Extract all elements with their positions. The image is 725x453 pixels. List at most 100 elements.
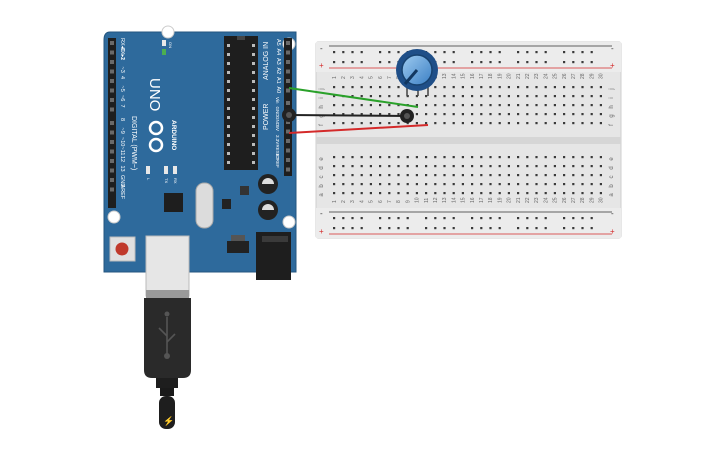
breadboard-hole[interactable] [535,174,538,177]
rail-hole[interactable] [581,227,584,230]
breadboard-hole[interactable] [572,174,575,177]
breadboard-hole[interactable] [498,113,501,116]
breadboard-hole[interactable] [443,174,446,177]
breadboard-hole[interactable] [498,122,501,125]
breadboard-hole[interactable] [599,113,602,116]
breadboard-hole[interactable] [333,95,336,98]
breadboard-hole[interactable] [461,192,464,195]
rail-hole[interactable] [590,217,593,220]
breadboard-hole[interactable] [360,122,363,125]
breadboard-hole[interactable] [425,95,428,98]
breadboard-hole[interactable] [517,86,520,89]
rail-hole[interactable] [342,61,345,64]
breadboard-hole[interactable] [590,183,593,186]
breadboard-hole[interactable] [342,86,345,89]
rail-hole[interactable] [526,61,529,64]
breadboard-hole[interactable] [443,86,446,89]
rail-hole[interactable] [544,217,547,220]
breadboard-hole[interactable] [351,95,354,98]
breadboard-hole[interactable] [535,122,538,125]
rail-hole[interactable] [388,61,391,64]
breadboard-hole[interactable] [452,183,455,186]
rail-hole[interactable] [406,217,409,220]
rail-hole[interactable] [489,227,492,230]
breadboard-hole[interactable] [397,174,400,177]
digital-pin[interactable] [110,69,114,74]
breadboard-hole[interactable] [379,104,382,107]
breadboard-hole[interactable] [351,174,354,177]
breadboard-hole[interactable] [581,156,584,159]
breadboard-hole[interactable] [526,122,529,125]
breadboard-hole[interactable] [498,104,501,107]
header-pin[interactable] [286,120,290,124]
rail-hole[interactable] [333,51,336,54]
breadboard-hole[interactable] [342,122,345,125]
breadboard-hole[interactable] [553,122,556,125]
digital-pin[interactable] [110,168,114,173]
potentiometer-wiper[interactable] [403,69,419,85]
breadboard-hole[interactable] [526,165,529,168]
breadboard-hole[interactable] [388,104,391,107]
rail-hole[interactable] [434,217,437,220]
breadboard-hole[interactable] [452,174,455,177]
rail-hole[interactable] [517,51,520,54]
breadboard-hole[interactable] [443,156,446,159]
breadboard-hole[interactable] [526,113,529,116]
breadboard-hole[interactable] [590,192,593,195]
rail-hole[interactable] [572,227,575,230]
breadboard-hole[interactable] [553,174,556,177]
rail-hole[interactable] [563,61,566,64]
rail-hole[interactable] [342,217,345,220]
breadboard-hole[interactable] [535,104,538,107]
breadboard-hole[interactable] [517,183,520,186]
rail-hole[interactable] [351,61,354,64]
digital-header-pins[interactable] [110,41,114,192]
digital-pin[interactable] [110,149,114,154]
breadboard-hole[interactable] [434,104,437,107]
breadboard-hole[interactable] [461,113,464,116]
breadboard-hole[interactable] [535,95,538,98]
rail-hole[interactable] [572,51,575,54]
rail-hole[interactable] [351,227,354,230]
breadboard-hole[interactable] [544,165,547,168]
breadboard-hole[interactable] [590,104,593,107]
breadboard-hole[interactable] [572,104,575,107]
breadboard-hole[interactable] [526,86,529,89]
rail-hole[interactable] [581,61,584,64]
breadboard-hole[interactable] [507,104,510,107]
breadboard-hole[interactable] [498,86,501,89]
breadboard-hole[interactable] [434,156,437,159]
breadboard-hole[interactable] [397,192,400,195]
breadboard-hole[interactable] [406,156,409,159]
rail-hole[interactable] [572,61,575,64]
breadboard-hole[interactable] [535,192,538,195]
signal-wire-a0[interactable] [288,87,419,108]
breadboard-hole[interactable] [397,183,400,186]
breadboard-hole[interactable] [480,104,483,107]
breadboard-hole[interactable] [517,113,520,116]
breadboard-hole[interactable] [333,183,336,186]
rail-hole[interactable] [452,61,455,64]
breadboard-hole[interactable] [461,183,464,186]
breadboard-hole[interactable] [517,192,520,195]
rail-hole[interactable] [471,217,474,220]
rail-hole[interactable] [590,51,593,54]
breadboard-hole[interactable] [443,113,446,116]
breadboard-hole[interactable] [489,122,492,125]
digital-pin[interactable] [110,121,114,125]
breadboard-hole[interactable] [360,156,363,159]
breadboard-hole[interactable] [351,86,354,89]
breadboard-hole[interactable] [563,95,566,98]
breadboard-hole[interactable] [544,104,547,107]
rail-hole[interactable] [351,217,354,220]
breadboard-holes[interactable] [333,51,602,230]
breadboard-hole[interactable] [581,165,584,168]
breadboard-hole[interactable] [351,192,354,195]
breadboard-hole[interactable] [425,122,428,125]
breadboard-hole[interactable] [351,122,354,125]
breadboard-hole[interactable] [526,174,529,177]
breadboard-hole[interactable] [452,156,455,159]
rail-hole[interactable] [480,217,483,220]
breadboard-hole[interactable] [471,95,474,98]
breadboard-hole[interactable] [360,192,363,195]
